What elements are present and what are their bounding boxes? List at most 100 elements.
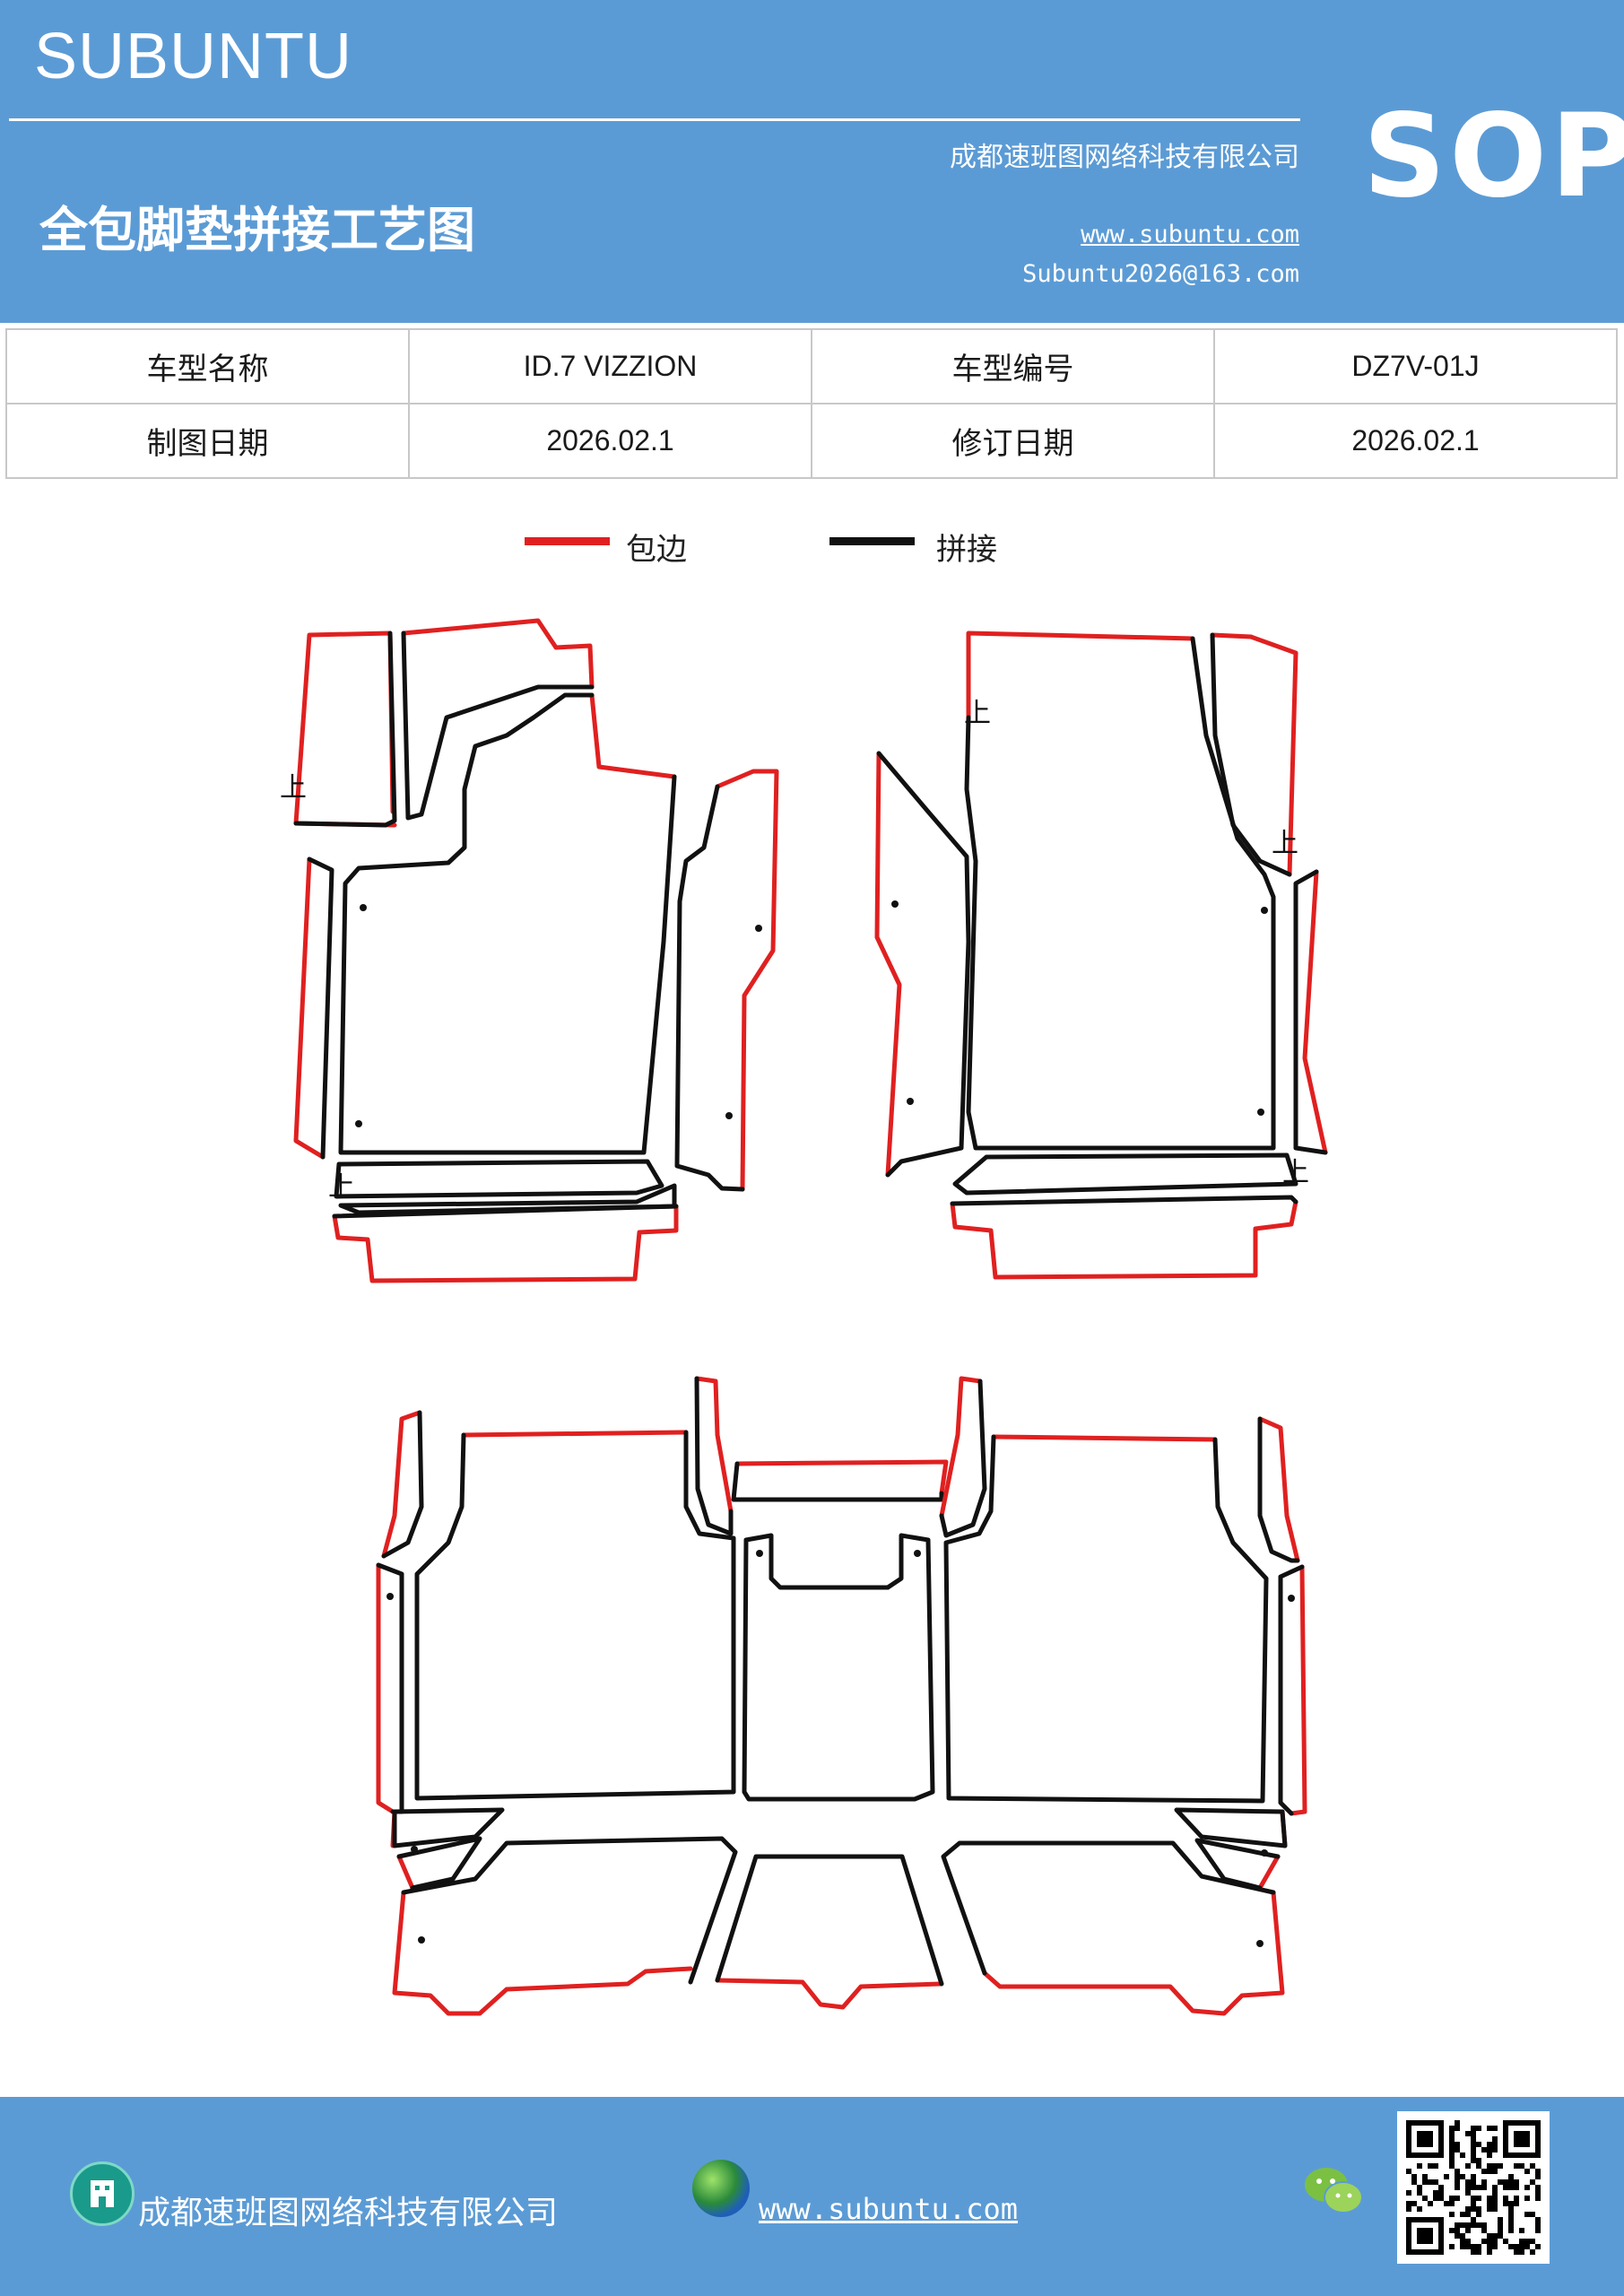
table-row: 车型名称 ID.7 VIZZION 车型编号 DZ7V-01J bbox=[5, 328, 1618, 404]
qr-code[interactable] bbox=[1397, 2111, 1550, 2264]
mounting-hole bbox=[1261, 1849, 1268, 1857]
wechat-icon[interactable] bbox=[1302, 2163, 1365, 2219]
edge-line bbox=[392, 1890, 693, 2016]
mounting-hole bbox=[756, 1550, 763, 1557]
building-icon bbox=[70, 2161, 135, 2226]
seam-line bbox=[414, 1430, 736, 1801]
edge-line bbox=[715, 769, 779, 1192]
edge-line bbox=[401, 618, 595, 690]
footer-website-link[interactable]: www.subuntu.com bbox=[759, 2192, 1018, 2226]
mounting-hole bbox=[1256, 1940, 1264, 1947]
edge-line bbox=[966, 631, 1195, 720]
edge-line bbox=[461, 1430, 689, 1438]
edge-line bbox=[715, 1978, 942, 2010]
edge-line bbox=[950, 1199, 1298, 1280]
model-code-value: DZ7V-01J bbox=[1213, 328, 1618, 404]
footer-company-name: 成都速班图网络科技有限公司 bbox=[138, 2195, 559, 2231]
revision-date-label: 修订日期 bbox=[811, 403, 1215, 479]
seam-line bbox=[1210, 632, 1292, 877]
seam-line bbox=[939, 1378, 987, 1538]
email-address[interactable]: Subuntu2026@163.com bbox=[1022, 260, 1299, 288]
seam-line bbox=[742, 1533, 935, 1802]
edge-line bbox=[1257, 1416, 1300, 1563]
mounting-hole bbox=[907, 1098, 914, 1105]
mounting-hole bbox=[411, 1846, 418, 1853]
revision-date-value: 2026.02.1 bbox=[1213, 403, 1618, 479]
seam-line bbox=[376, 1562, 404, 1814]
edge-line bbox=[293, 631, 397, 828]
seam-line bbox=[950, 1195, 1298, 1206]
edge-line bbox=[1289, 1564, 1307, 1816]
seam-line bbox=[338, 692, 677, 1155]
drawing-date-label: 制图日期 bbox=[5, 403, 410, 479]
header-banner: SUBUNTU 成都速班图网络科技有限公司 全包脚垫拼接工艺图 www.subu… bbox=[0, 0, 1624, 323]
seam-line bbox=[715, 1854, 944, 1987]
seam-line bbox=[293, 631, 397, 828]
up-marker: 上 bbox=[964, 698, 991, 729]
seam-line bbox=[381, 1410, 424, 1559]
edge-line bbox=[734, 1459, 949, 1496]
rear-mat-group bbox=[376, 1376, 1307, 2016]
seam-line bbox=[338, 1183, 677, 1215]
edge-line bbox=[982, 1890, 1285, 2016]
mounting-hole bbox=[755, 925, 762, 932]
seam-line bbox=[943, 1434, 1269, 1804]
edge-line bbox=[939, 1376, 983, 1518]
legend-label-seam: 拼接 bbox=[936, 532, 997, 568]
seam-line bbox=[694, 1376, 734, 1536]
seam-line bbox=[392, 1807, 505, 1848]
seam-line bbox=[1174, 1807, 1288, 1848]
model-code-label: 车型编号 bbox=[811, 328, 1215, 404]
table-row: 制图日期 2026.02.1 修订日期 2026.02.1 bbox=[5, 403, 1618, 479]
seam-line bbox=[1293, 869, 1328, 1155]
header-divider bbox=[9, 118, 1300, 121]
legend-swatch-seam bbox=[829, 537, 915, 545]
seam-line bbox=[396, 1836, 482, 1891]
edge-line bbox=[874, 751, 902, 1178]
mounting-hole bbox=[418, 1936, 425, 1944]
front-right-mat-group bbox=[874, 631, 1328, 1280]
edge-line bbox=[694, 1376, 734, 1514]
seam-line bbox=[1278, 1564, 1305, 1816]
up-marker: 上 bbox=[280, 772, 307, 804]
vehicle-info-table: 车型名称 ID.7 VIZZION 车型编号 DZ7V-01J 制图日期 202… bbox=[5, 328, 1618, 479]
seam-line bbox=[731, 1461, 944, 1502]
footer-banner: 成都速班图网络科技有限公司 www.subuntu.com bbox=[0, 2097, 1624, 2296]
mounting-hole bbox=[914, 1550, 921, 1557]
edge-line bbox=[376, 1562, 395, 1814]
floor-mat-drawing: 上 上 上 上 上 bbox=[280, 618, 1328, 2016]
seam-line bbox=[334, 1159, 664, 1199]
edge-line bbox=[332, 1204, 679, 1283]
mounting-hole bbox=[1288, 1595, 1295, 1602]
legend-label-edge: 包边 bbox=[626, 532, 687, 568]
mounting-hole bbox=[386, 1593, 394, 1600]
legend-swatch-edge bbox=[525, 537, 610, 545]
seam-line bbox=[401, 631, 595, 821]
up-marker: 上 bbox=[1282, 1157, 1309, 1188]
edge-line bbox=[293, 857, 326, 1160]
sop-badge: SOP bbox=[1363, 90, 1624, 223]
seam-line bbox=[964, 636, 1276, 1151]
edge-line bbox=[1210, 632, 1298, 877]
model-name-value: ID.7 VIZZION bbox=[408, 328, 812, 404]
document-title: 全包脚垫拼接工艺图 bbox=[39, 201, 475, 258]
up-marker: 上 bbox=[328, 1171, 355, 1203]
globe-icon bbox=[692, 2160, 750, 2217]
edge-line bbox=[1302, 869, 1328, 1155]
seam-line bbox=[332, 1204, 679, 1219]
mounting-hole bbox=[725, 1112, 733, 1119]
drawing-date-value: 2026.02.1 bbox=[408, 403, 812, 479]
mounting-hole bbox=[360, 904, 367, 911]
mounting-hole bbox=[891, 900, 899, 908]
seam-line bbox=[674, 784, 745, 1192]
company-name: 成都速班图网络科技有限公司 bbox=[950, 142, 1299, 173]
website-link[interactable]: www.subuntu.com bbox=[1081, 221, 1299, 248]
model-name-label: 车型名称 bbox=[5, 328, 410, 404]
seam-line bbox=[876, 751, 971, 1178]
edge-line bbox=[991, 1434, 1218, 1442]
seam-line bbox=[401, 1836, 738, 1985]
up-marker: 上 bbox=[1272, 828, 1298, 859]
front-left-mat-group bbox=[293, 618, 779, 1283]
legend: 包边 拼接 bbox=[0, 525, 1624, 578]
seam-line bbox=[941, 1840, 1276, 1976]
